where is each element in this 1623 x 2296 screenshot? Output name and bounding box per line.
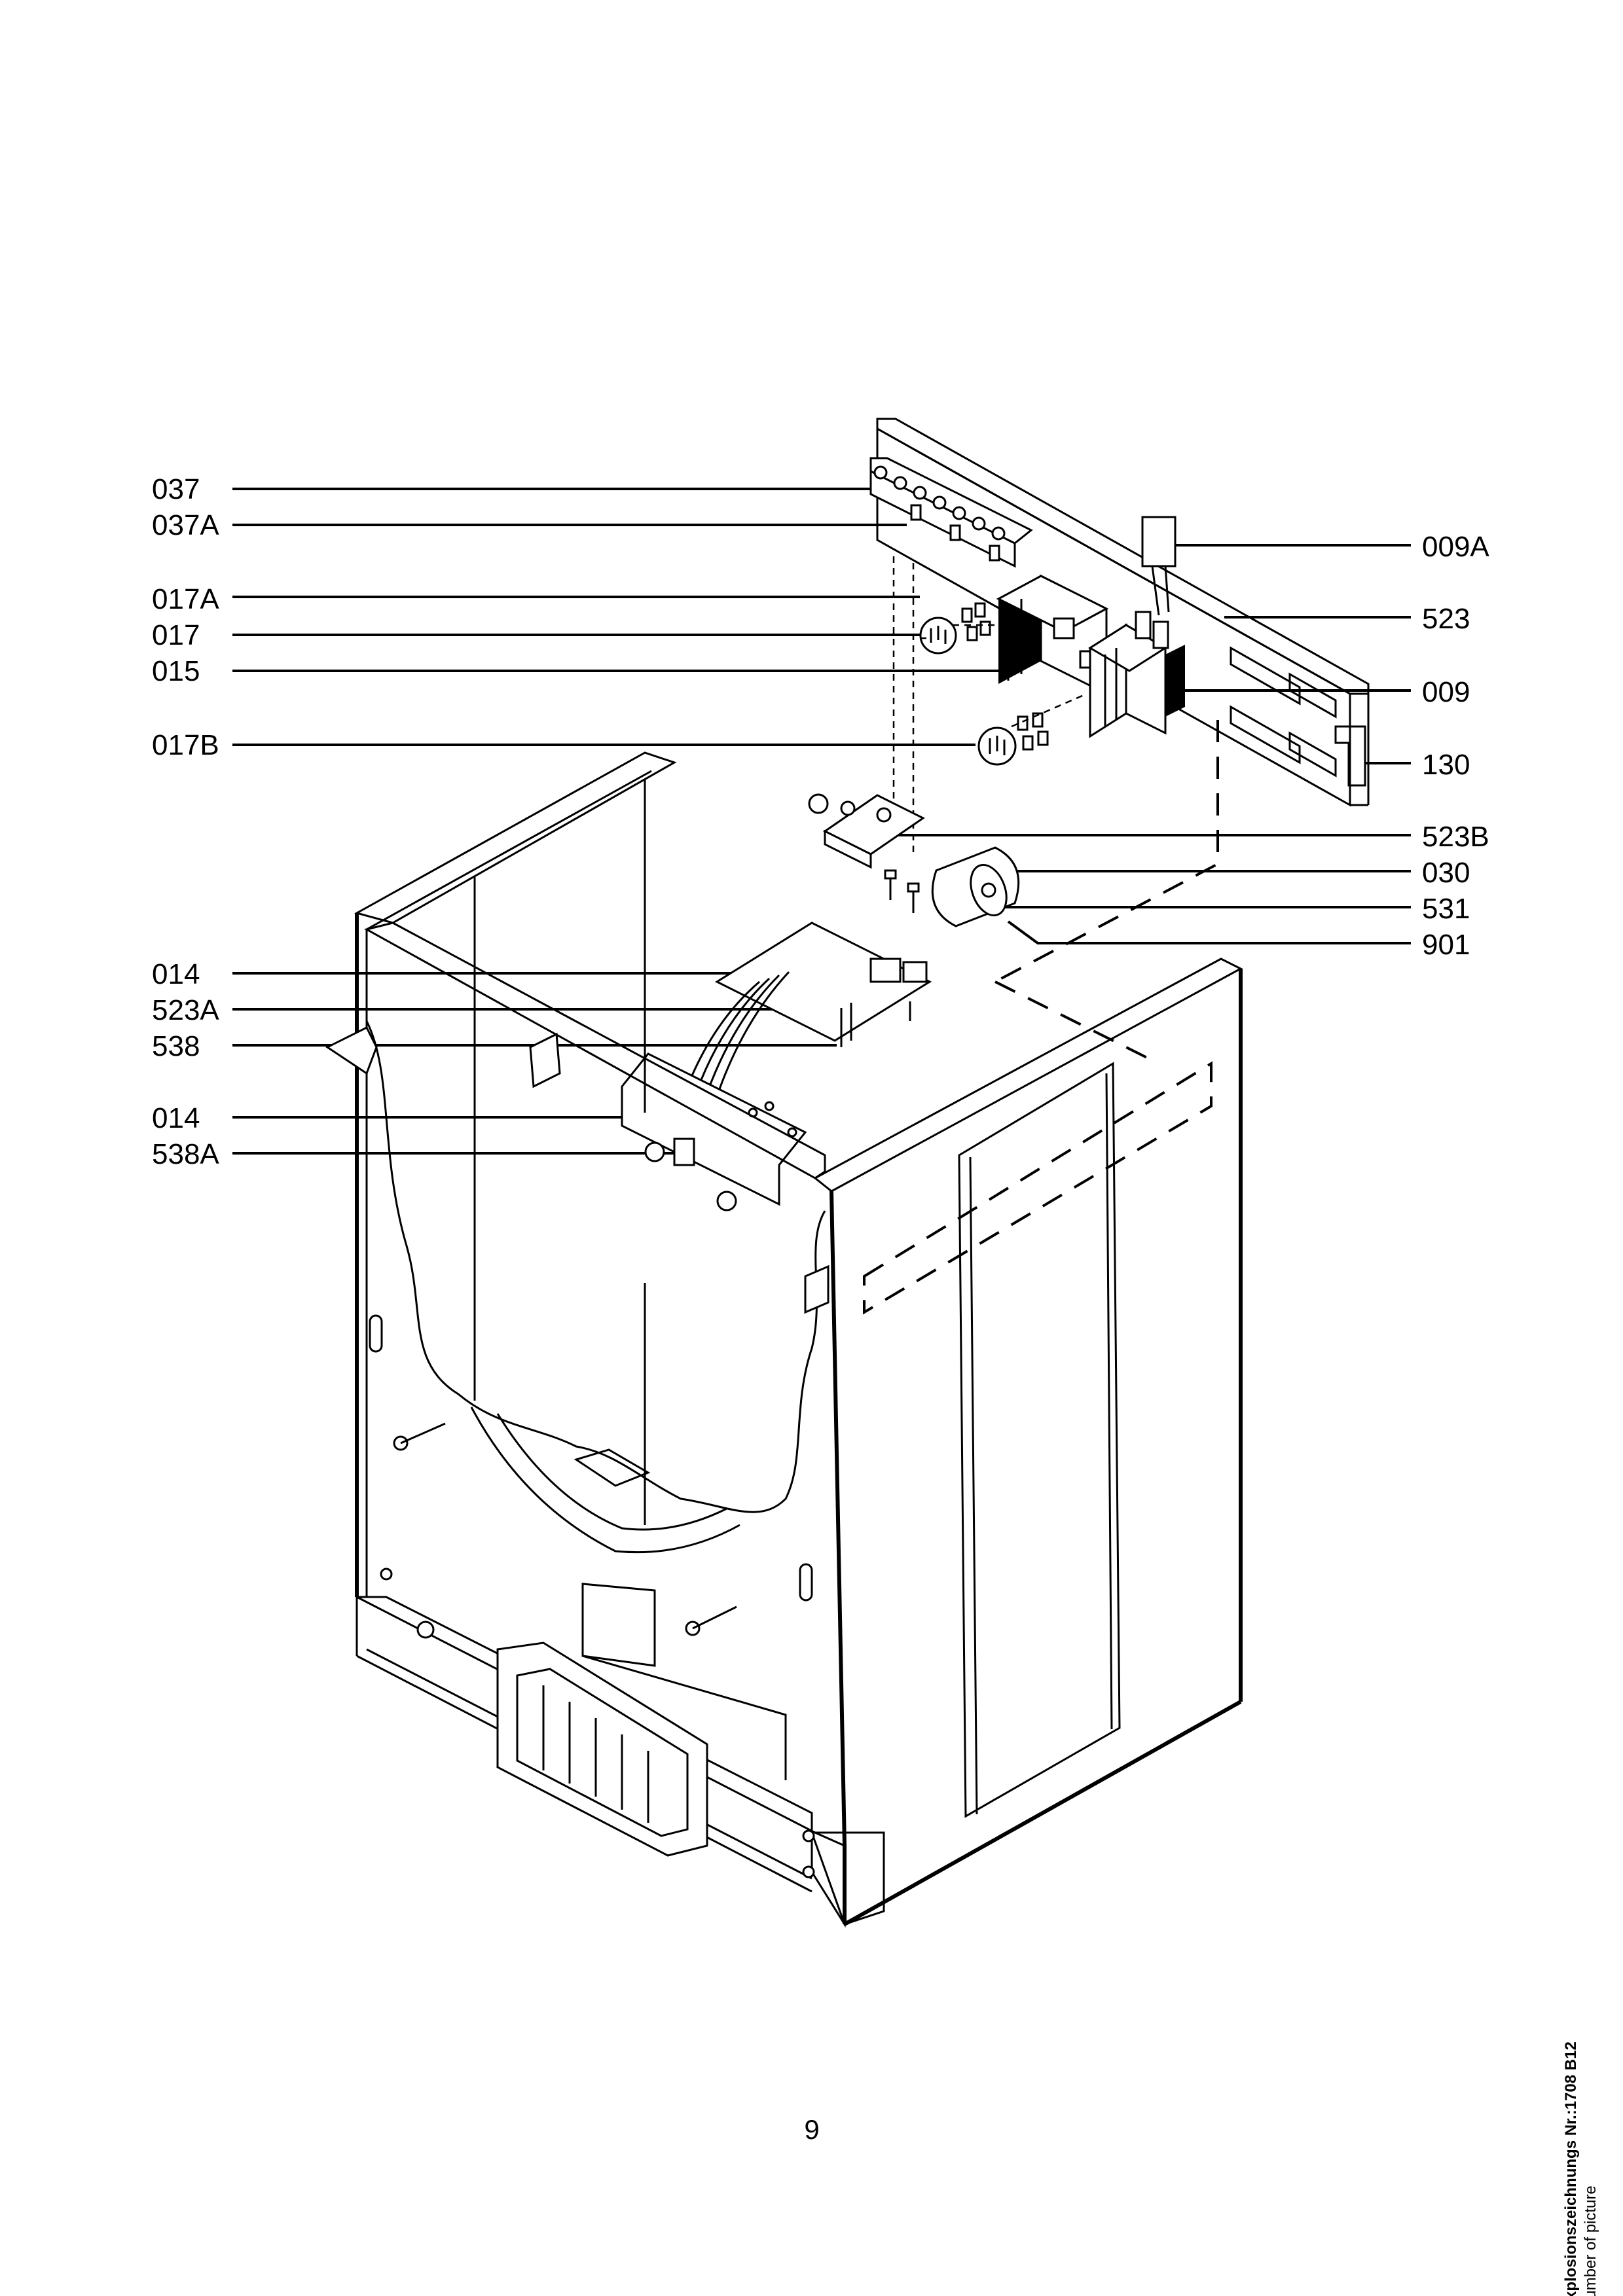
callout-label: 017B	[152, 729, 219, 761]
callout-label: 531	[1422, 893, 1470, 925]
callout-030: 030	[966, 857, 1470, 889]
callout-015: 015	[152, 655, 1002, 687]
right-callouts: 009A 523 009 130 523B 030 531 901	[890, 531, 1489, 961]
plate-slot	[1288, 731, 1337, 778]
callout-label: 017A	[152, 583, 219, 615]
fuse-clip-017b	[1017, 712, 1049, 751]
callout-label: 017	[152, 619, 200, 651]
relay-009a	[1141, 516, 1176, 567]
cutaway-boundary	[365, 1020, 826, 1513]
fuse-clip-017a	[961, 602, 991, 641]
drum-opening-inner	[496, 1413, 727, 1531]
lower-opening	[581, 1583, 656, 1667]
contactor-block	[1088, 611, 1185, 738]
side-slot	[369, 1314, 383, 1353]
callout-017b: 017B	[152, 729, 976, 761]
callout-label: 130	[1422, 749, 1470, 781]
callout-label: 014	[152, 1102, 200, 1134]
callout-label: 538	[152, 1030, 200, 1062]
callout-037: 037	[152, 473, 877, 505]
caption-title: Explosionszeichnungs Nr.:1708 B12	[1562, 2041, 1580, 2296]
callout-label: 523	[1422, 603, 1470, 635]
display-digit	[673, 1138, 695, 1166]
drum-opening-outer	[470, 1407, 740, 1554]
callout-label: 037	[152, 473, 200, 505]
terminal-screws	[873, 465, 1006, 562]
appliance-cabinet	[325, 751, 1243, 1928]
callout-901: 901	[1007, 920, 1470, 961]
callout-017a: 017A	[152, 583, 920, 615]
callout-label: 009A	[1422, 531, 1489, 563]
left-callouts: 037 037A 017A 017 015 017B 014 523A	[152, 473, 1002, 1170]
cabinet-top-rim-left	[354, 751, 677, 924]
dashed-outline-front	[863, 1061, 1213, 1315]
cabinet-base	[356, 1596, 846, 1928]
bracket-130	[1334, 725, 1366, 787]
pcb-assembly	[621, 922, 932, 1211]
callout-label: 009	[1422, 676, 1470, 708]
plate-slot	[1230, 705, 1301, 764]
callout-523b: 523B	[890, 821, 1489, 853]
cabinet-front-edge	[830, 1191, 847, 1846]
pcb-board-523a	[714, 922, 932, 1042]
callout-label: 015	[152, 655, 200, 687]
plate-slot	[1230, 646, 1301, 706]
callout-label: 523A	[152, 994, 219, 1026]
callout-130: 130	[1365, 749, 1470, 781]
callout-017: 017	[152, 619, 920, 651]
bracket-523b	[808, 793, 925, 913]
cabinet-top-front-rim	[363, 922, 826, 1179]
front-pcb-014	[621, 1052, 807, 1206]
callout-523: 523	[1224, 603, 1470, 635]
callout-label: 538A	[152, 1138, 219, 1170]
callout-009a: 009A	[1175, 531, 1489, 563]
side-panel-inset	[958, 1062, 1121, 1818]
page-number: 9	[804, 2114, 820, 2145]
callout-523a: 523A	[152, 994, 795, 1026]
assembly-guide-lines	[863, 720, 1219, 1315]
pcb-component	[902, 961, 928, 983]
caption-subtitle: Number of picture	[1582, 2185, 1599, 2296]
filter-grille	[496, 1641, 708, 1857]
control-panel-assembly	[869, 418, 1370, 857]
callout-531: 531	[1005, 893, 1470, 925]
callout-label: 037A	[152, 509, 219, 541]
pcb-component	[869, 958, 902, 983]
callout-label: 014	[152, 958, 200, 990]
callout-label: 901	[1422, 929, 1470, 961]
callout-009: 009	[1162, 676, 1470, 708]
side-slot	[799, 1563, 813, 1602]
callout-014-lower: 014	[152, 1102, 674, 1134]
picture-number-caption: Explosionszeichnungs Nr.:1708 B12 Number…	[1561, 2041, 1601, 2296]
capacitor	[931, 846, 1020, 927]
callout-037a: 037A	[152, 509, 907, 541]
callout-label: 523B	[1422, 821, 1489, 853]
cabinet-bottom-edge	[843, 1700, 1242, 1926]
leader-line	[1007, 920, 1411, 944]
plate-slot	[1288, 672, 1337, 719]
callout-label: 030	[1422, 857, 1470, 889]
callout-014-upper: 014	[152, 958, 818, 990]
